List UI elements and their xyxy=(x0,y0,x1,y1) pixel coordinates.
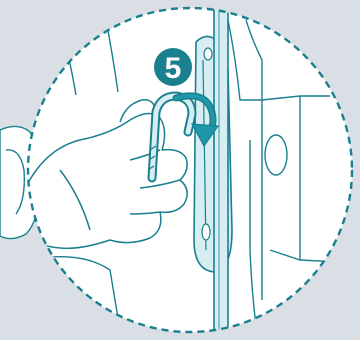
step-number: 5 xyxy=(165,52,182,85)
step-badge: 5 xyxy=(154,48,192,86)
pole-icon xyxy=(214,0,228,335)
